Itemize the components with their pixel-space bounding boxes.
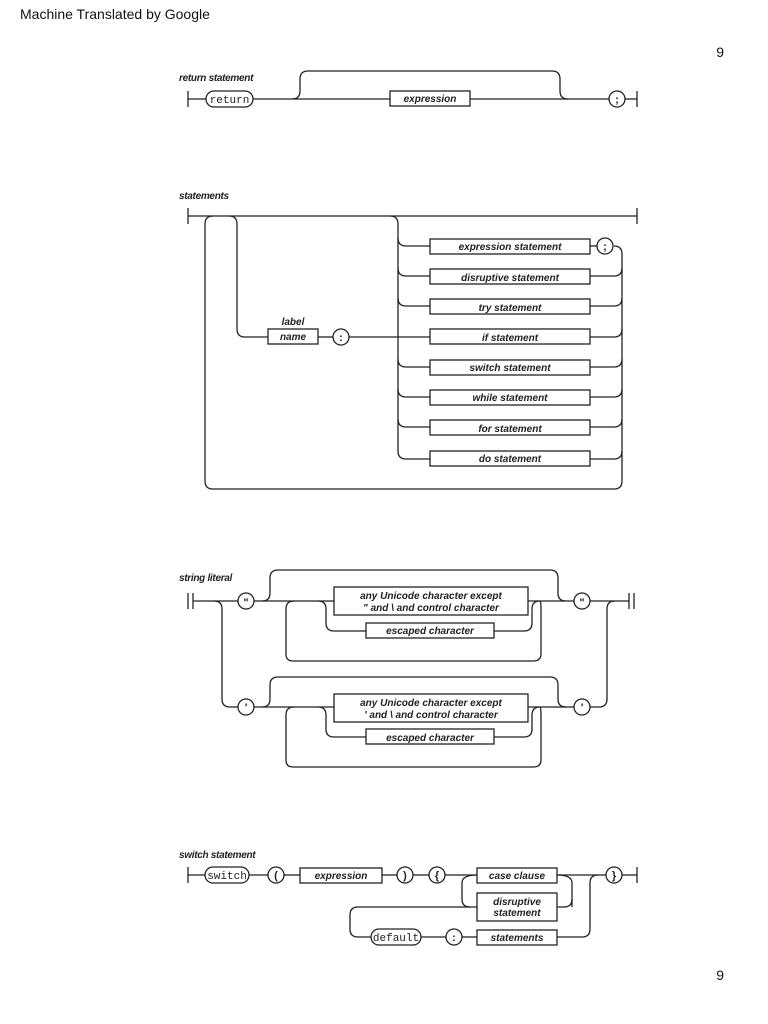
translation-banner: Machine Translated by Google — [20, 6, 210, 22]
double-quote-open-label: " — [243, 597, 248, 609]
default-keyword-label: default — [373, 933, 419, 945]
switch-statement-diagram: switch statement switch ( expression ) {… — [179, 850, 638, 946]
double-quote-close-terminal — [573, 592, 591, 610]
page-number-top: 9 — [716, 44, 724, 60]
double-any-char-line2: " and \ and control character — [363, 603, 500, 614]
single-escaped-label: escaped character — [386, 733, 475, 744]
statement-option: while statement — [472, 393, 548, 404]
statement-option: do statement — [479, 454, 542, 465]
disruptive-statement-line2: statement — [493, 908, 541, 919]
double-quote-close-label: " — [579, 597, 584, 609]
statement-option: try statement — [479, 303, 542, 314]
expression-semicolon-terminal — [596, 237, 614, 255]
statement-option: for statement — [478, 424, 542, 435]
return-statement-title: return statement — [179, 73, 254, 84]
switch-open-brace-label: { — [435, 870, 440, 882]
return-semicolon-label: ; — [615, 94, 619, 106]
default-statements-label: statements — [491, 933, 544, 944]
double-any-char-line1: any Unicode character except — [360, 591, 502, 602]
double-escaped-label: escaped character — [386, 626, 475, 637]
single-any-char-line2: ' and \ and control character — [364, 710, 499, 721]
statement-option: disruptive statement — [461, 273, 559, 284]
label-name-text: name — [280, 332, 307, 343]
label-caption: label — [282, 317, 305, 328]
statement-option: expression statement — [459, 242, 562, 253]
disruptive-statement-line1: disruptive — [493, 897, 541, 908]
return-statement-diagram: return statement return expression ; — [179, 70, 638, 108]
return-expression-label: expression — [404, 94, 457, 105]
switch-close-paren-label: ) — [403, 870, 407, 882]
single-quote-close-label: ' — [581, 702, 584, 714]
case-clause-label: case clause — [489, 871, 546, 882]
single-any-char-box — [333, 693, 529, 723]
expression-semicolon-label: ; — [603, 241, 607, 253]
page-number-bottom: 9 — [716, 967, 724, 983]
string-literal-title: string literal — [179, 573, 233, 584]
disruptive-statement-box — [476, 892, 558, 922]
switch-expression-label: expression — [315, 871, 368, 882]
default-colon-label: : — [452, 932, 456, 944]
statements-diagram: statements label name : expression state… — [179, 191, 638, 490]
switch-open-paren-label: ( — [274, 870, 278, 882]
switch-statement-title: switch statement — [179, 850, 256, 861]
statement-option: if statement — [482, 333, 539, 344]
statements-title: statements — [179, 191, 230, 202]
label-colon-label: : — [339, 332, 343, 344]
switch-close-brace-label: } — [612, 870, 617, 882]
single-any-char-line1: any Unicode character except — [360, 698, 502, 709]
statement-option: switch statement — [469, 363, 551, 374]
single-quote-open-label: ' — [245, 702, 248, 714]
string-literal-diagram: string literal " any Unicode character e… — [179, 569, 635, 768]
switch-keyword-label: switch — [207, 871, 247, 883]
return-keyword-label: return — [210, 95, 250, 107]
